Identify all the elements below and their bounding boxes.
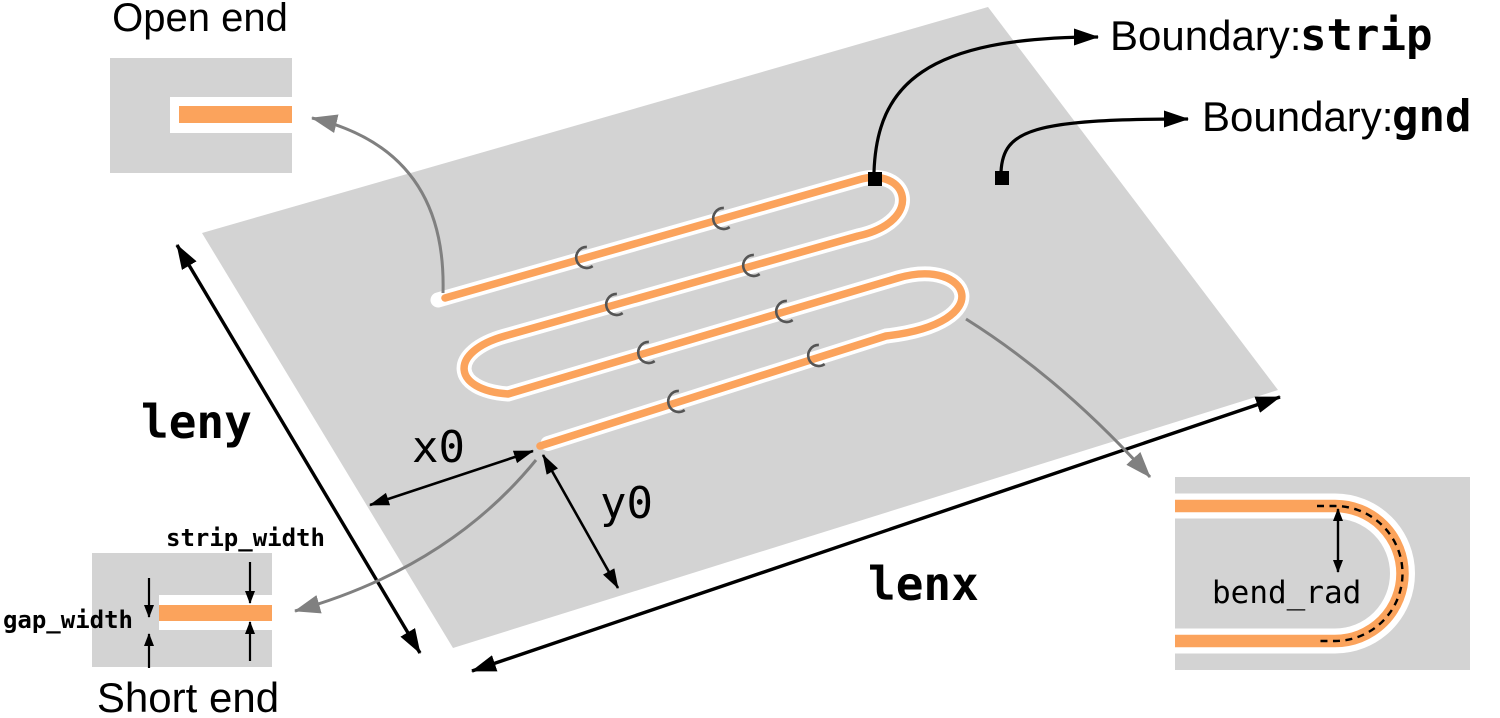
- tick-icon: [574, 245, 594, 270]
- short-end-connector-arrow: [294, 459, 538, 614]
- boundary-strip-label: Boundary:strip: [1110, 10, 1432, 61]
- boundary-strip-prefix: Boundary:: [1110, 12, 1301, 59]
- dimension-annotations: leny lenx x0 y0: [141, 244, 1281, 673]
- bend-centerline-dashed: [1317, 504, 1404, 643]
- boundary-gnd-prefix: Boundary:: [1202, 93, 1393, 140]
- tick-icon: [741, 253, 761, 278]
- tick-icon: [636, 340, 656, 365]
- gap-width-label: gap_width: [3, 606, 133, 634]
- boundary-gnd-marker-icon: [995, 171, 1009, 185]
- tick-icon: [711, 206, 731, 231]
- lenx-label: lenx: [868, 557, 979, 611]
- open-end-title: Open end: [112, 0, 288, 40]
- width-arrows: [144, 562, 255, 668]
- boundary-gnd-label: Boundary:gnd: [1202, 91, 1471, 142]
- tick-icon: [604, 292, 624, 317]
- leny-dimension-arrow: [175, 244, 422, 654]
- open-end-inset: Open end: [110, 0, 292, 173]
- inset-connectors: [294, 114, 1152, 614]
- boundary-gnd-value: gnd: [1392, 91, 1471, 142]
- short-end-inset: strip_width gap_width Short end: [3, 524, 325, 718]
- bend-strip-group: [1175, 493, 1415, 654]
- x0-label: x0: [412, 422, 465, 473]
- strip-width-label: strip_width: [166, 524, 325, 552]
- boundary-strip-value: strip: [1300, 10, 1432, 61]
- tick-icon: [806, 343, 826, 368]
- boundary-strip-arrow: [872, 28, 1099, 173]
- bend-inset: bend_rad: [1175, 477, 1470, 670]
- open-end-connector-arrow: [311, 114, 445, 294]
- tick-icon: [774, 299, 794, 324]
- x0-dimension-arrow: [369, 449, 534, 507]
- y0-label: y0: [600, 478, 653, 529]
- short-end-title: Short end: [97, 674, 279, 718]
- boundary-gnd-arrow: [999, 110, 1189, 173]
- boundary-annotations: Boundary:strip Boundary:gnd: [868, 10, 1471, 186]
- boundary-strip-marker-icon: [868, 172, 882, 186]
- lenx-dimension-arrow: [471, 395, 1281, 673]
- leny-label: leny: [141, 395, 252, 449]
- bend-connector-arrow: [965, 317, 1152, 479]
- center-strip: [441, 173, 966, 450]
- y0-dimension-arrow: [541, 454, 620, 589]
- short-end-strip: [159, 605, 272, 621]
- open-end-strip: [179, 106, 292, 123]
- bend-rad-label: bend_rad: [1212, 575, 1361, 611]
